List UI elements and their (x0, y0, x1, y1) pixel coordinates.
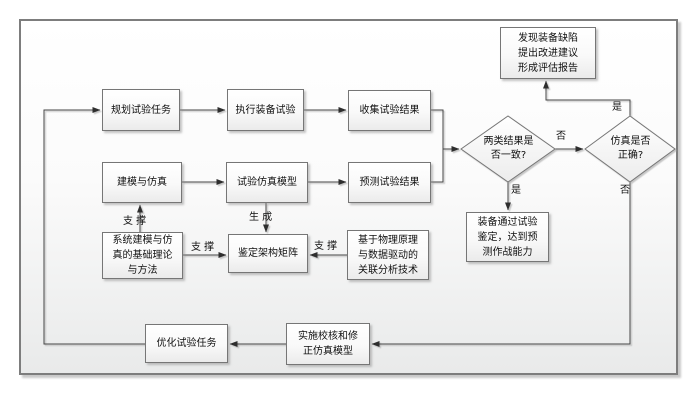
edge-decision2-yes-to-report (543, 80, 631, 116)
node-implement-verify: 实施校核和修 正仿真模型 (286, 323, 370, 365)
node-plan-test-task: 规划试验任务 (102, 89, 180, 131)
edge-label-yes-correct: 是 (612, 102, 622, 113)
edge-results-merge (431, 109, 444, 183)
edge-optimize-loop-to-plan (43, 107, 145, 345)
edge-label-generate: 生 成 (249, 212, 273, 223)
node-test-simulation-model: 试验仿真模型 (226, 162, 308, 203)
node-collect-test-results: 收集试验结果 (348, 90, 431, 131)
node-appraisal-matrix: 鉴定架构矩阵 (228, 234, 308, 273)
edge-label-yes-consistent: 是 (511, 185, 521, 196)
node-system-theory: 系统建模与仿 真的基础理论 与方法 (102, 232, 183, 279)
node-modeling-simulation: 建模与仿真 (102, 162, 182, 203)
decision-results-consistent-label: 两类结果是 否一致? (483, 136, 534, 161)
decision-results-consistent-shape (460, 115, 556, 183)
edge-label-no-consistent: 否 (556, 131, 566, 142)
node-defect-report: 发现装备缺陷 提出改进建议 形成评估报告 (500, 27, 596, 79)
edge-decision2-no-to-implement (371, 182, 631, 347)
node-physics-analysis: 基于物理原理 与数据驱动的 关联分析技术 (347, 230, 429, 280)
node-predict-test-results: 预测试验结果 (348, 162, 431, 203)
node-equipment-pass: 装备通过试验 鉴定，达到预 测作战能力 (466, 212, 549, 262)
edge-label-no-correct: 否 (620, 185, 630, 196)
edge-label-support-left: 支 撑 (314, 241, 338, 252)
edge-label-support-up: 支 撑 (123, 216, 147, 227)
edge-label-support-right: 支 撑 (191, 242, 215, 253)
decision-simulation-correct-label: 仿真是否 正确? (610, 136, 651, 161)
node-optimize-test-task: 优化试验任务 (145, 324, 228, 363)
node-execute-equipment-test: 执行装备试验 (227, 89, 304, 131)
decision-simulation-correct-shape (584, 115, 676, 183)
